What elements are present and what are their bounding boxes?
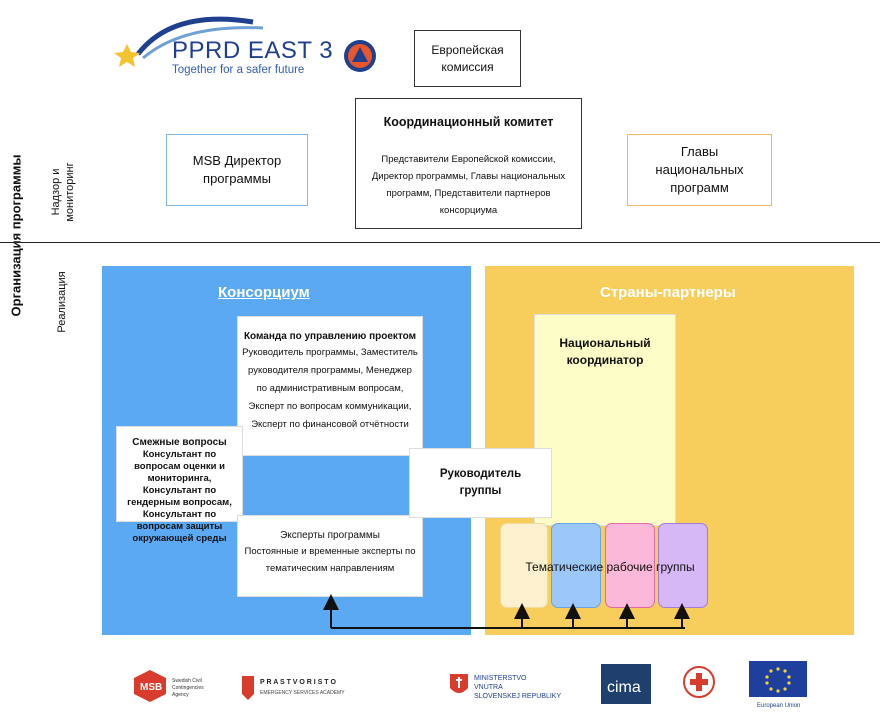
program-experts-box: Эксперты программы Постоянные и временны… [237,515,423,597]
logo-title: PPRD EAST 3 [172,37,334,64]
logo-tagline: Together for a safer future [172,64,305,76]
working-group-3 [605,523,655,608]
logo-swoosh-icon [114,16,376,72]
european-commission-box: Европейская комиссия [414,30,521,87]
national-coordinator-box: Национальный координатор [534,314,676,526]
svg-text:EMERGENCY SERVICES ACADEMY: EMERGENCY SERVICES ACADEMY [260,690,345,696]
svg-text:P R A S T V O R I S T O: P R A S T V O R I S T O [260,679,337,686]
cima-logo: cima [601,664,653,706]
ministry-slovak-logo: MINISTERSTVO VNÚTRA SLOVENSKEJ REPUBLIKY [448,668,568,704]
msb-logo: MSB Swedish Civil Contingencies Agency [132,668,212,704]
group-leader-box: Руководитель группы [409,448,552,518]
svg-text:MSB: MSB [140,682,162,693]
red-cross-logo [677,664,727,706]
partners-title: Страны-партнеры [600,284,736,301]
committee-title: Координационный комитет [383,115,554,129]
working-group-4 [658,523,708,608]
eu-flag-logo: European Union [749,661,809,711]
section-divider [0,242,880,243]
svg-text:Agency: Agency [172,692,189,698]
consortium-title: Консорциум [218,284,310,301]
prague-fire-logo: P R A S T V O R I S T O EMERGENCY SERVIC… [238,672,438,702]
svg-text:SLOVENSKEJ REPUBLIKY: SLOVENSKEJ REPUBLIKY [474,693,561,700]
working-groups-label: Тематические рабочие группы [525,560,695,574]
coordination-committee-box: Координационный комитет Представители Ев… [355,98,582,229]
svg-text:cima: cima [607,679,641,696]
svg-text:Swedish Civil: Swedish Civil [172,678,202,684]
svg-text:Contingencies: Contingencies [172,685,204,691]
working-group-2 [551,523,601,608]
ppred-logo [113,14,383,78]
working-group-1 [500,523,548,608]
msb-director-box: MSB Директор программы [166,134,308,206]
svg-text:European Union: European Union [757,703,800,709]
cross-cutting-box: Смежные вопросы Консультант по вопросам … [116,426,243,544]
svg-text:VNÚTRA: VNÚTRA [474,682,503,691]
svg-text:MINISTERSTVO: MINISTERSTVO [474,675,527,682]
management-team-box: Команда по управлению проектом Руководит… [237,316,423,456]
committee-body: Представители Европейской комиссии, Дире… [371,154,566,216]
national-heads-box: Главы национальных программ [627,134,772,206]
